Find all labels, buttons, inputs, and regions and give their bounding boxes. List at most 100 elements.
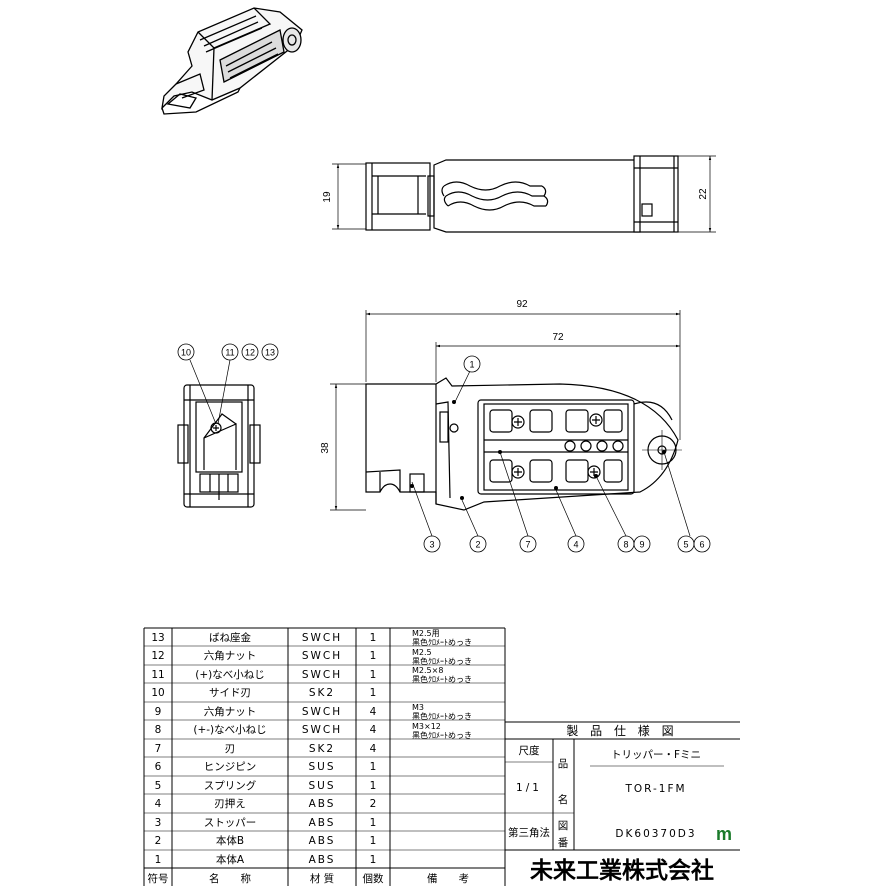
bom-name: ストッパー xyxy=(204,817,257,829)
bom-no: 1 xyxy=(155,854,162,866)
bom-row-6: 6 ヒンジピン SUS 1 xyxy=(155,761,377,773)
callout-label-13: 13 xyxy=(265,348,275,358)
bom-note: 黒色ｸﾛﾒｰﾄめっき xyxy=(412,656,472,666)
bom-note: 黒色ｸﾛﾒｰﾄめっき xyxy=(412,730,472,740)
bom-name: 刃押え xyxy=(214,797,246,810)
bom-note: 黒色ｸﾛﾒｰﾄめっき xyxy=(412,711,472,721)
model-number: TOR-1FM xyxy=(624,783,686,795)
bom-header-qty: 個数 xyxy=(363,872,384,885)
scale-value: 1/1 xyxy=(516,782,542,794)
name-label-2: 名 xyxy=(558,793,569,806)
bom-name: (+)なべ小ねじ xyxy=(195,669,265,681)
name-label-1: 品 xyxy=(558,758,569,770)
bom-material: SUS xyxy=(308,780,335,792)
bom-no: 6 xyxy=(155,761,162,773)
bom-material: ABS xyxy=(309,817,336,829)
callout-label-2: 2 xyxy=(475,540,480,550)
bom-note: M3 xyxy=(412,703,424,712)
scale-label: 尺度 xyxy=(519,744,540,757)
bom-material: SK2 xyxy=(309,743,335,755)
callout-labels: 10 11 12 13 1 3 2 7 4 8 9 5 6 xyxy=(181,348,705,550)
title-block-heading: 製 品 仕 様 図 xyxy=(566,724,677,738)
bom-row-2: 2 本体B ABS 1 xyxy=(155,834,377,847)
title-block-grid xyxy=(505,721,740,851)
bom-note: 黒色ｸﾛﾒｰﾄめっき xyxy=(412,674,472,684)
bom-row-5: 5 スプリング SUS 1 xyxy=(155,779,377,792)
bom-name: (+-)なべ小ねじ xyxy=(193,724,266,736)
bom-row-7: 7 刃 SK2 4 xyxy=(155,743,377,755)
callout-label-1: 1 xyxy=(469,360,474,370)
bom-material: SWCH xyxy=(302,632,342,644)
bom-material: SK2 xyxy=(309,687,335,699)
bom-header-note: 備 考 xyxy=(427,872,469,885)
callout-label-12: 12 xyxy=(245,348,255,358)
bom-note: M2.5 xyxy=(412,648,432,657)
bom-material: ABS xyxy=(309,854,336,866)
drawing-number: DK60370D3 xyxy=(615,828,696,840)
bom-table-grid xyxy=(143,627,506,886)
bom-name: ばね座金 xyxy=(209,631,251,644)
bom-material: ABS xyxy=(309,835,336,847)
bom-row-1: 1 本体A ABS 1 xyxy=(155,853,377,866)
callout-label-8: 8 xyxy=(623,540,628,550)
bom-no: 4 xyxy=(155,798,162,810)
bom-no: 3 xyxy=(155,817,162,829)
drawing-label-1: 図 xyxy=(558,820,569,832)
drawing-label-2: 番 xyxy=(558,837,569,849)
bom-material: SUS xyxy=(308,761,335,773)
callout-label-5: 5 xyxy=(683,540,688,550)
bom-material: ABS xyxy=(309,798,336,810)
bom-qty: 1 xyxy=(370,780,377,792)
bom-name: 六角ナット xyxy=(204,706,257,718)
company-name: 未来工業株式会社 xyxy=(530,857,714,884)
callout-points xyxy=(410,400,666,500)
bom-qty: 1 xyxy=(370,817,377,829)
bom-row-4: 4 刃押え ABS 2 xyxy=(155,797,377,810)
bom-header-no: 符号 xyxy=(148,872,169,885)
callout-leaders xyxy=(189,359,691,537)
isometric-view xyxy=(161,7,303,115)
bom-header-name: 名 称 xyxy=(209,872,251,885)
bom-no: 2 xyxy=(155,835,162,847)
end-view xyxy=(177,384,261,508)
bom-name: 刃 xyxy=(225,743,236,755)
company-logo-icon: m xyxy=(716,824,732,844)
title-block: 製 品 仕 様 図 尺度 1/1 第三角法 品 名 トリッパー・Fミニ TOR-… xyxy=(508,724,732,884)
bom-name: ヒンジピン xyxy=(204,761,257,773)
bom-row-12: 12 六角ナット SWCH 1 M2.5 黒色ｸﾛﾒｰﾄめっき xyxy=(151,648,472,666)
callout-label-11: 11 xyxy=(225,348,234,358)
side-view-dimensions xyxy=(330,310,681,511)
bom-note: M2.5×8 xyxy=(412,666,443,675)
bom-name: 本体A xyxy=(216,853,245,866)
product-name: トリッパー・Fミニ xyxy=(611,749,701,761)
callout-label-3: 3 xyxy=(429,540,434,550)
bom-qty: 1 xyxy=(370,687,377,699)
bom-row-9: 9 六角ナット SWCH 4 M3 黒色ｸﾛﾒｰﾄめっき xyxy=(155,703,472,721)
callout-label-7: 7 xyxy=(525,540,530,550)
side-view xyxy=(365,377,682,511)
bom-material: SWCH xyxy=(302,669,342,681)
bom-no: 13 xyxy=(151,632,164,644)
bom-name: サイド刃 xyxy=(209,687,251,699)
bom-qty: 2 xyxy=(370,798,377,810)
bom-name: 六角ナット xyxy=(204,650,257,662)
dim-front-height-right: 22 xyxy=(698,188,709,200)
bom-qty: 4 xyxy=(370,706,377,718)
bom-header-row: 符号 名 称 材 質 個数 備 考 xyxy=(148,872,470,885)
callout-label-4: 4 xyxy=(573,540,578,550)
bom-no: 7 xyxy=(155,743,162,755)
dim-front-height: 19 xyxy=(322,191,333,203)
bom-row-3: 3 ストッパー ABS 1 xyxy=(155,817,377,829)
dim-overall-length: 92 xyxy=(516,299,528,310)
dim-side-height: 38 xyxy=(320,442,331,454)
bom-qty: 1 xyxy=(370,669,377,681)
bom-row-11: 11 (+)なべ小ねじ SWCH 1 M2.5×8 黒色ｸﾛﾒｰﾄめっき xyxy=(151,666,472,684)
bom-note: M2.5用 xyxy=(412,629,440,638)
bom-no: 10 xyxy=(151,687,164,699)
bom-note: M3×12 xyxy=(412,722,441,731)
callout-label-10: 10 xyxy=(181,348,191,358)
bom-row-8: 8 (+-)なべ小ねじ SWCH 4 M3×12 黒色ｸﾛﾒｰﾄめっき xyxy=(155,722,472,740)
callout-bubbles xyxy=(177,343,711,553)
dim-body-length: 72 xyxy=(552,332,564,343)
